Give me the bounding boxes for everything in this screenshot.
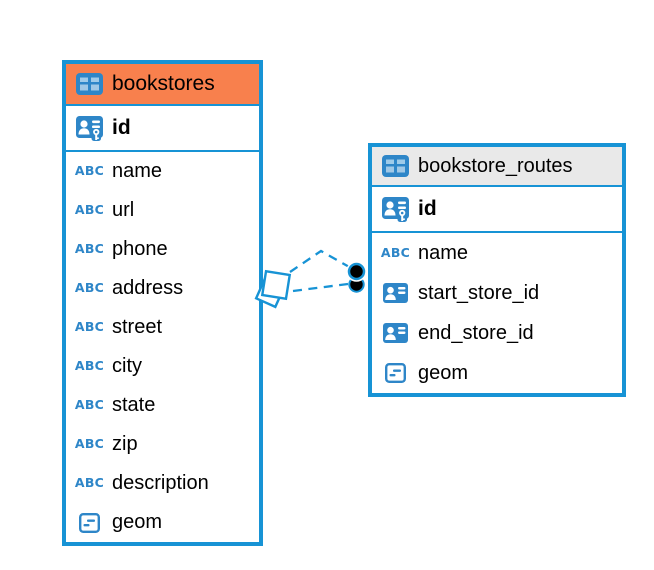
table-routes-header[interactable]: bookstore_routes: [372, 147, 622, 187]
text-type-icon: ABC: [73, 204, 106, 217]
column-name: url: [112, 199, 135, 221]
table-icon: [73, 73, 106, 95]
text-type-icon: ABC: [74, 241, 105, 257]
primary-key-icon: [379, 196, 412, 222]
relation-target-dot-front[interactable]: [347, 262, 366, 281]
table-bookstores[interactable]: bookstores id ABC name ABC url ABC: [62, 60, 263, 546]
column-name: zip: [112, 433, 138, 455]
table-icon: [382, 155, 409, 177]
column-row[interactable]: ABC name: [66, 152, 259, 191]
text-type-icon: ABC: [74, 319, 105, 335]
column-row[interactable]: ABC phone: [66, 230, 259, 269]
column-name: description: [112, 472, 209, 494]
geometry-type-icon: [379, 363, 412, 383]
reference-person-icon: [383, 283, 408, 303]
column-row[interactable]: ABC address: [66, 269, 259, 308]
person-key-icon: [382, 196, 409, 222]
column-row[interactable]: geom: [372, 353, 622, 393]
text-type-icon: ABC: [73, 321, 106, 334]
text-type-icon: ABC: [74, 280, 105, 296]
column-row-pk[interactable]: id: [66, 106, 259, 152]
text-type-icon: ABC: [380, 244, 411, 260]
table-title: bookstores: [112, 72, 215, 95]
column-name: street: [112, 316, 163, 338]
column-name: phone: [112, 238, 168, 260]
column-row[interactable]: geom: [66, 503, 259, 542]
column-row[interactable]: start_store_id: [372, 273, 622, 313]
text-type-icon: ABC: [74, 202, 105, 218]
column-row[interactable]: end_store_id: [372, 313, 622, 353]
column-name: state: [112, 394, 156, 416]
geometry-type-icon: [73, 512, 106, 533]
column-row[interactable]: ABC description: [66, 464, 259, 503]
text-type-icon: ABC: [74, 163, 105, 179]
column-name: name: [418, 241, 469, 264]
relation-target-dot-back[interactable]: [348, 276, 365, 293]
table-title: bookstore_routes: [418, 154, 573, 177]
table-bookstore-routes[interactable]: bookstore_routes id ABC name: [368, 143, 626, 397]
column-row[interactable]: ABC street: [66, 308, 259, 347]
geometry-type-icon: [385, 363, 406, 383]
reference-person-icon: [379, 323, 412, 343]
relation-target-dot-halo: [346, 261, 367, 282]
text-type-icon: ABC: [73, 438, 106, 451]
text-type-icon: ABC: [73, 360, 106, 373]
column-row[interactable]: ABC url: [66, 191, 259, 230]
column-name: id: [112, 116, 131, 139]
text-type-icon: ABC: [73, 282, 106, 295]
column-name: geom: [418, 361, 469, 384]
table-icon: [76, 73, 103, 95]
geometry-type-icon: [79, 512, 100, 533]
text-type-icon: ABC: [74, 475, 105, 491]
reference-person-icon: [383, 323, 408, 343]
column-row[interactable]: ABC zip: [66, 425, 259, 464]
column-row[interactable]: ABC name: [372, 233, 622, 273]
text-type-icon: ABC: [73, 165, 106, 178]
text-type-icon: ABC: [379, 244, 412, 260]
column-name: geom: [112, 511, 163, 533]
primary-key-icon: [73, 115, 106, 141]
text-type-icon: ABC: [73, 477, 106, 490]
text-type-icon: ABC: [73, 243, 106, 256]
column-name: start_store_id: [418, 281, 540, 304]
column-row[interactable]: ABC state: [66, 386, 259, 425]
relation-line-1[interactable]: [289, 249, 352, 273]
person-key-icon: [76, 115, 103, 141]
text-type-icon: ABC: [74, 397, 105, 413]
table-icon: [379, 155, 412, 177]
column-row[interactable]: ABC city: [66, 347, 259, 386]
column-name: city: [112, 355, 142, 377]
reference-person-icon: [379, 283, 412, 303]
text-type-icon: ABC: [74, 358, 105, 374]
text-type-icon: ABC: [73, 399, 106, 412]
column-name: address: [112, 277, 184, 299]
column-row-pk[interactable]: id: [372, 187, 622, 233]
table-bookstores-header[interactable]: bookstores: [66, 64, 259, 106]
text-type-icon: ABC: [74, 436, 105, 452]
column-name: end_store_id: [418, 321, 534, 344]
relation-source-marker-front[interactable]: [260, 269, 292, 301]
column-name: name: [112, 160, 163, 182]
column-name: id: [418, 197, 437, 220]
relation-line-2[interactable]: [292, 282, 349, 293]
